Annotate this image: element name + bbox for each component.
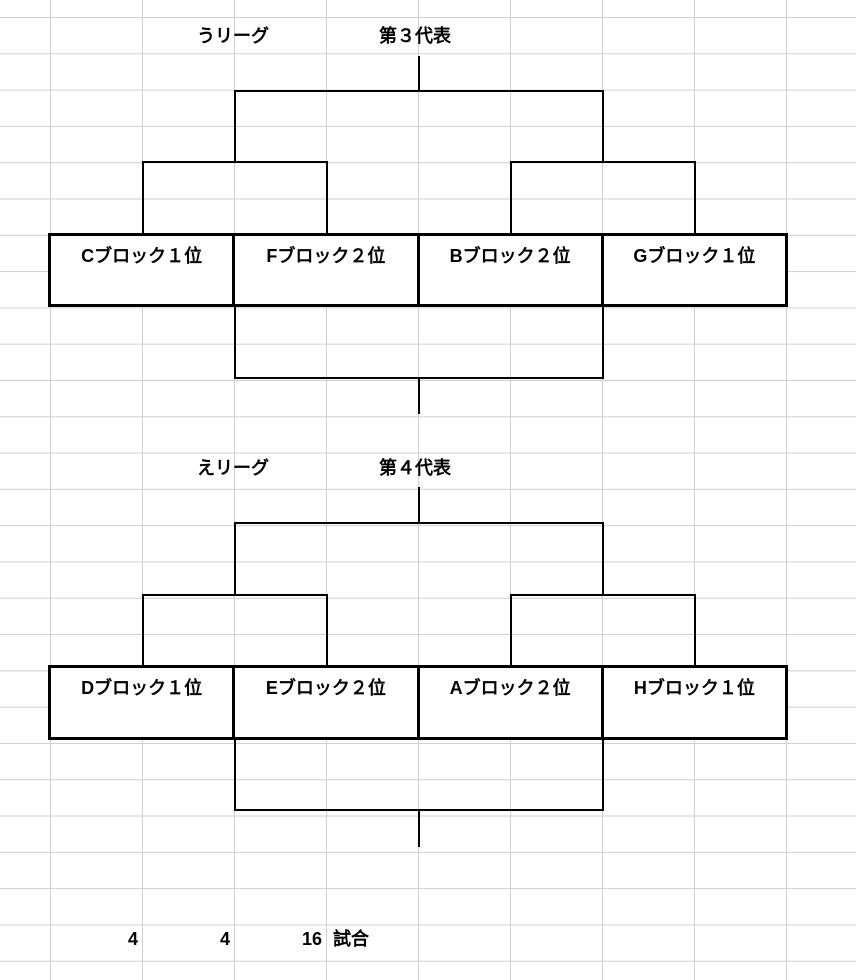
- representative-label: 第３代表: [379, 26, 451, 46]
- count-cell[interactable]: 4: [219, 929, 230, 949]
- team-row: Dブロック１位 Eブロック２位 Aブロック２位 Hブロック１位: [48, 665, 788, 740]
- team-cell[interactable]: Bブロック２位: [420, 236, 604, 304]
- team-cell[interactable]: Aブロック２位: [420, 668, 604, 737]
- team-cell[interactable]: Eブロック２位: [235, 668, 420, 737]
- count-cell[interactable]: 16: [301, 929, 322, 949]
- team-cell[interactable]: Gブロック１位: [633, 246, 756, 266]
- team-cell[interactable]: Cブロック１位: [51, 236, 236, 304]
- matches-label: 試合: [333, 929, 369, 949]
- team-cell[interactable]: Hブロック１位: [633, 678, 755, 698]
- team-cell[interactable]: Dブロック１位: [51, 668, 236, 737]
- representative-label: 第４代表: [379, 458, 451, 478]
- league-label: えリーグ: [197, 458, 269, 478]
- team-row: Cブロック１位 Fブロック２位 Bブロック２位 Gブロック１位: [48, 233, 788, 307]
- count-cell[interactable]: 4: [127, 929, 138, 949]
- team-cell[interactable]: Fブロック２位: [235, 236, 420, 304]
- league-label: うリーグ: [197, 26, 269, 46]
